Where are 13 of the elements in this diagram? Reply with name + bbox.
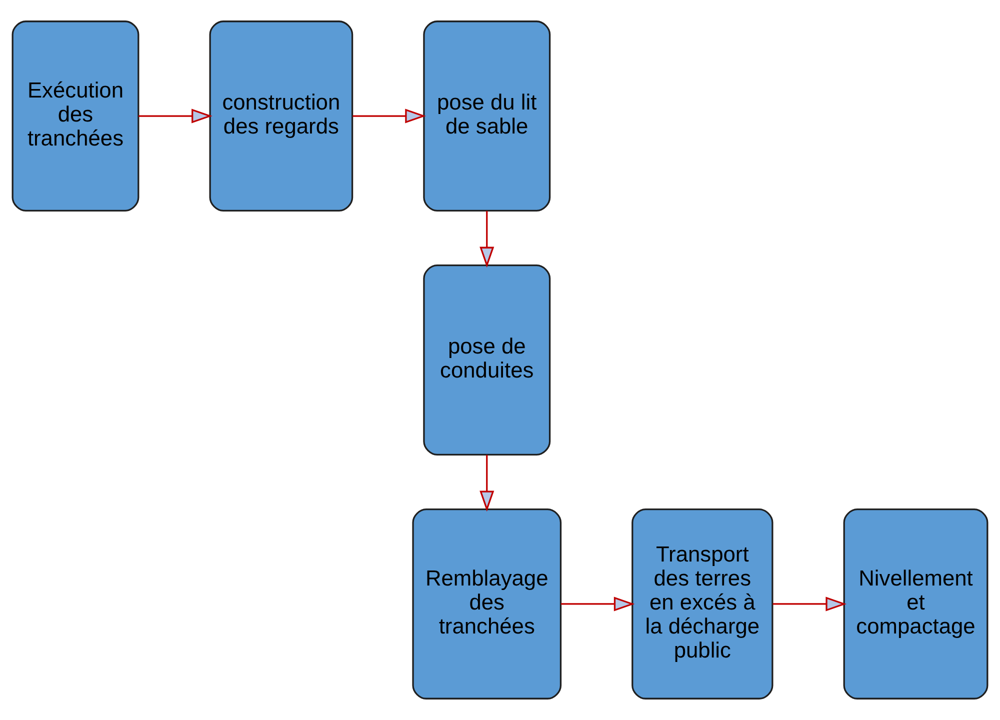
arrow [772,596,846,612]
node-box: Transport des terres en excés à la décharge public [632,508,774,700]
node-box: construction des regards [209,20,354,212]
arrow [480,454,494,512]
arrow [138,108,212,124]
node-box: Exécution des tranchées [12,20,140,212]
node-box: pose de conduites [423,264,551,456]
arrow [560,596,635,612]
node-box: Nivellement et compactage [843,508,988,700]
arrow [480,210,494,268]
node-box: Remblayage des tranchées [412,508,562,700]
node-box: pose du lit de sable [423,20,551,212]
arrow [352,108,426,124]
